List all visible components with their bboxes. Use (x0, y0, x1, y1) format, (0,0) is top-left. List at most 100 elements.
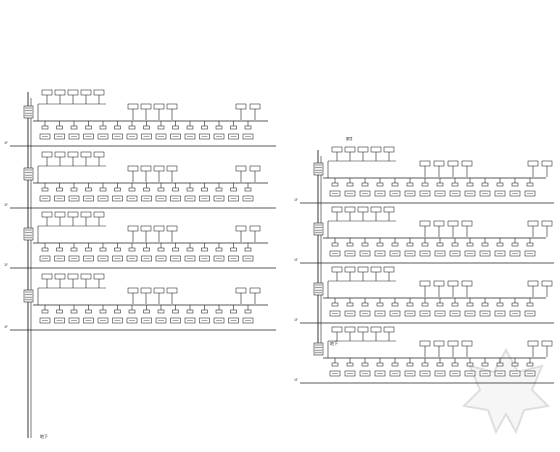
distribution-panel-box (313, 342, 324, 356)
breaker-symbol (56, 187, 63, 192)
outlet-box (80, 211, 92, 218)
breaker-symbol (230, 247, 237, 252)
outlet-box (67, 211, 79, 218)
breaker-symbol (496, 182, 504, 187)
breaker-symbol (157, 247, 165, 252)
outlet-box (527, 280, 539, 287)
breaker-symbol (391, 362, 399, 367)
floor-tag: 1F (294, 258, 298, 262)
breaker-symbol (128, 247, 136, 252)
outlet-box (344, 146, 356, 153)
floor-tag: 1F (4, 203, 8, 207)
breaker-symbol (406, 302, 414, 307)
outlet-box (461, 160, 473, 167)
distribution-panel-box (23, 227, 34, 241)
breaker-symbol (99, 187, 107, 192)
breaker-symbol (466, 302, 474, 307)
breaker-symbol (451, 362, 459, 367)
breaker-symbol (511, 302, 519, 307)
outlet-box (541, 160, 553, 167)
outlet-box (153, 225, 165, 232)
outlet-box (447, 220, 459, 227)
outlet-box (166, 225, 178, 232)
breaker-symbol (215, 247, 223, 252)
breaker-symbol (172, 125, 179, 130)
outlet-box (433, 220, 445, 227)
breaker-symbol (421, 242, 429, 247)
outlet-box (41, 273, 53, 280)
breaker-symbol (41, 309, 49, 314)
breaker-symbol (406, 362, 414, 367)
outlet-box (80, 273, 92, 280)
outlet-box (249, 287, 261, 294)
outlet-box (527, 340, 539, 347)
breaker-symbol (361, 362, 369, 367)
outlet-box (383, 146, 395, 153)
floor-tag: 1F (4, 263, 8, 267)
breaker-symbol (230, 125, 237, 130)
distribution-panel-box (313, 282, 324, 296)
breaker-symbol (143, 125, 150, 130)
breaker-symbol (85, 187, 92, 192)
breaker-symbol (186, 125, 194, 130)
star-seal-watermark-icon (456, 340, 556, 440)
breaker-symbol (114, 125, 121, 130)
breaker-symbol (215, 187, 223, 192)
outlet-box (249, 103, 261, 110)
breaker-symbol (466, 362, 474, 367)
breaker-symbol (114, 309, 121, 314)
breaker-symbol (451, 242, 459, 247)
breaker-symbol (496, 302, 504, 307)
breaker-symbol (56, 125, 63, 130)
breaker-symbol (128, 125, 136, 130)
breaker-symbol (201, 309, 208, 314)
breaker-symbol (230, 309, 237, 314)
outlet-box (344, 206, 356, 213)
outlet-box (166, 103, 178, 110)
breaker-symbol (466, 182, 474, 187)
breaker-symbol (436, 182, 444, 187)
breaker-symbol (70, 247, 78, 252)
outlet-box (166, 287, 178, 294)
breaker-symbol (201, 125, 208, 130)
breaker-symbol (41, 125, 49, 130)
outlet-box (344, 266, 356, 273)
outlet-box (54, 89, 66, 96)
breaker-symbol (526, 182, 534, 187)
breaker-symbol (244, 309, 252, 314)
outlet-box (433, 340, 445, 347)
breaker-symbol (172, 309, 179, 314)
breaker-symbol (451, 182, 459, 187)
breaker-symbol (70, 125, 78, 130)
distribution-panel-box (313, 162, 324, 176)
outlet-box (527, 220, 539, 227)
breaker-symbol (481, 362, 489, 367)
breaker-symbol (201, 187, 208, 192)
breaker-symbol (361, 242, 369, 247)
breaker-symbol (99, 125, 107, 130)
breaker-symbol (172, 187, 179, 192)
outlet-box (54, 211, 66, 218)
outlet-box (461, 340, 473, 347)
breaker-symbol (511, 362, 519, 367)
breaker-symbol (436, 302, 444, 307)
breaker-symbol (421, 182, 429, 187)
breaker-symbol (143, 187, 150, 192)
outlet-box (331, 266, 343, 273)
breaker-symbol (128, 187, 136, 192)
outlet-box (41, 89, 53, 96)
breaker-symbol (361, 182, 369, 187)
floor-header-label: 屋顶 (346, 136, 353, 141)
breaker-symbol (244, 247, 252, 252)
breaker-symbol (331, 242, 339, 247)
breaker-symbol (157, 125, 165, 130)
outlet-box (93, 273, 105, 280)
breaker-symbol (56, 247, 63, 252)
outlet-box (54, 151, 66, 158)
floor-section: 1F (4, 273, 276, 331)
breaker-symbol (157, 309, 165, 314)
breaker-symbol (99, 309, 107, 314)
breaker-symbol (391, 302, 399, 307)
